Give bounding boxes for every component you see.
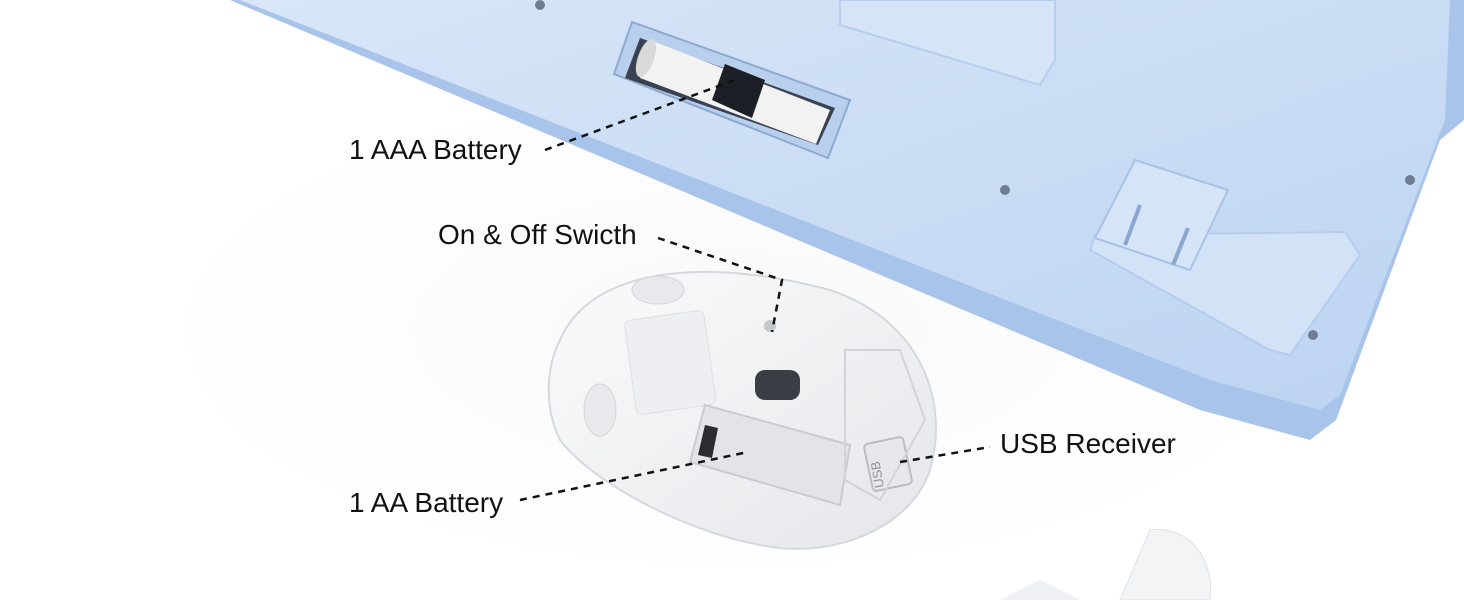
usb-print: USB — [868, 460, 887, 489]
leader-lines — [519, 78, 991, 502]
aaa-battery-label: 1 AAA Battery — [349, 134, 522, 165]
leader-switch — [657, 236, 784, 333]
switch-label: On & Off Swicth — [438, 219, 637, 250]
aaa-battery-compartment — [612, 20, 852, 160]
wireless-mouse: USB — [547, 270, 937, 550]
optical-sensor — [755, 370, 800, 400]
aa-battery-label: 1 AA Battery — [349, 487, 504, 518]
leader-usb-receiver — [899, 445, 991, 464]
aa-battery-compartment — [688, 403, 852, 507]
keyboard-underside — [230, 0, 1464, 440]
usb-receiver-label: USB Receiver — [1000, 428, 1176, 459]
aaa-battery — [635, 39, 830, 144]
usb-receiver-slot: USB — [863, 436, 913, 492]
